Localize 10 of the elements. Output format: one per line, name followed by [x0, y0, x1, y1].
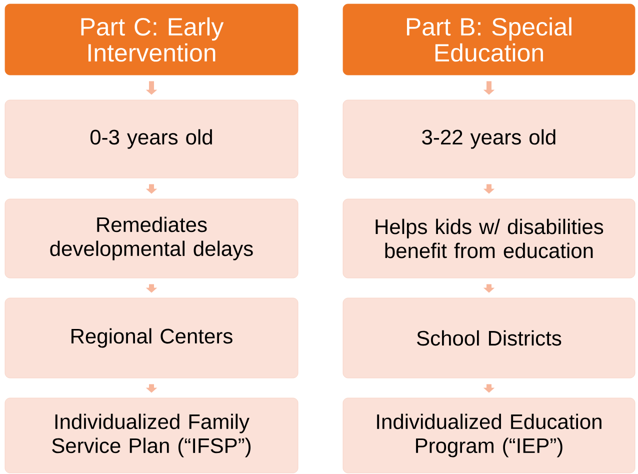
process-box: 3-22 years old	[342, 100, 636, 178]
process-box: Regional Centers	[4, 298, 298, 378]
process-box: 0-3 years old	[4, 100, 298, 178]
process-box: School Districts	[342, 298, 636, 378]
process-box: Remediates developmental delays	[4, 198, 298, 278]
process-box: Helps kids w/ disabilities benefit from education	[342, 198, 636, 278]
process-box: Individualized Education Program (“IEP”)	[342, 398, 636, 474]
header-box: Part B: Special Education	[342, 4, 636, 76]
process-box: Individualized Family Service Plan (“IFSP”)	[4, 398, 298, 474]
header-box: Part C: Early Intervention	[4, 4, 298, 76]
